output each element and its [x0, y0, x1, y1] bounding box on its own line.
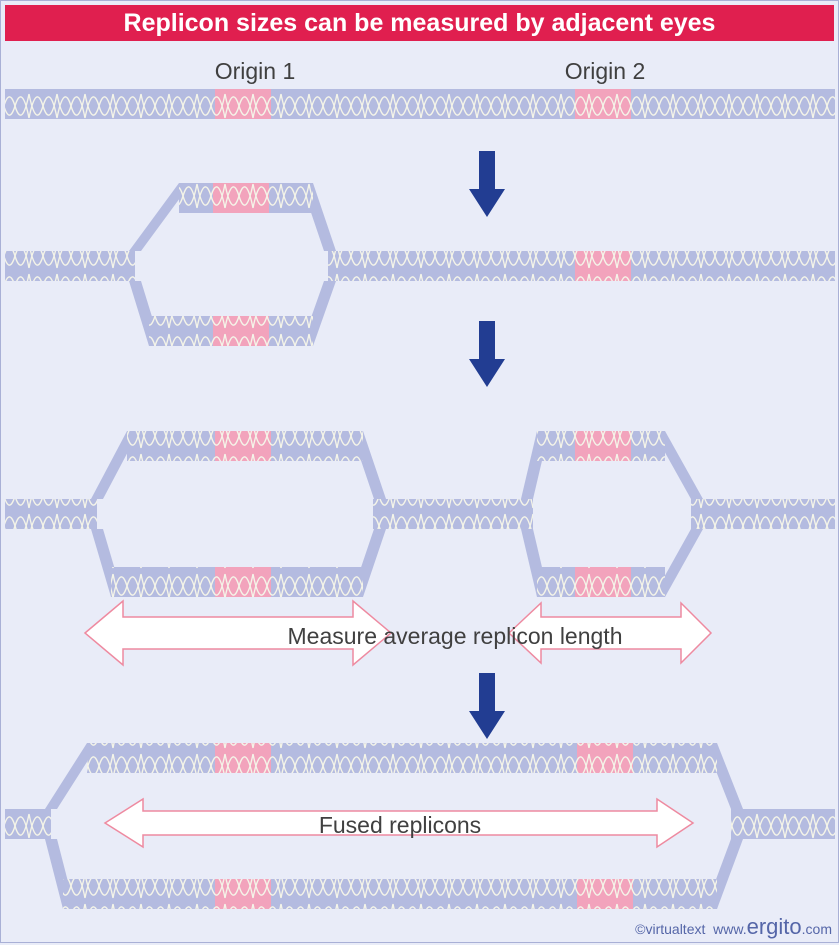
credit-brand: ergito	[746, 914, 802, 939]
helix-strands	[5, 743, 835, 909]
copyright-text: ©virtualtext	[635, 921, 706, 937]
stage-4-fused: Fused replicons	[5, 743, 835, 909]
diagram-title: Replicon sizes can be measured by adjace…	[123, 9, 716, 37]
stage-3-two-eyes: Measure average replicon length	[5, 431, 835, 667]
fused-label: Fused replicons	[319, 812, 481, 838]
origin-2-label: Origin 2	[565, 58, 646, 84]
down-arrow-2	[469, 321, 505, 387]
measure-label: Measure average replicon length	[288, 623, 623, 649]
stage-1-unreplicated: Origin 1 Origin 2	[5, 58, 835, 119]
measure-double-arrow-1	[83, 599, 393, 667]
credit-line: ©virtualtext www.ergito.com	[635, 914, 832, 940]
credit-tld: .com	[801, 921, 832, 937]
origin-1-label: Origin 1	[215, 58, 296, 84]
down-arrow-1	[469, 151, 505, 217]
stage-2-single-eye	[5, 183, 835, 346]
helix-strands	[5, 431, 835, 597]
helix-strands	[5, 183, 835, 346]
down-arrow-3	[469, 673, 505, 739]
title-banner: Replicon sizes can be measured by adjace…	[5, 5, 834, 41]
measure-double-arrow-2	[507, 601, 713, 665]
helix-strands	[5, 89, 835, 119]
credit-www: www.	[713, 921, 747, 937]
fused-double-arrow	[103, 797, 695, 849]
